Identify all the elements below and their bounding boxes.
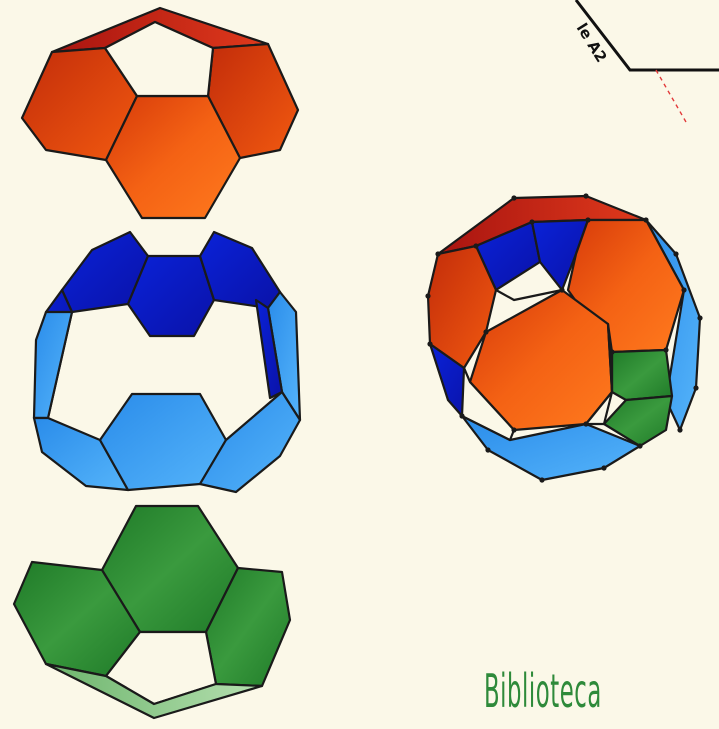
band-top-right-face <box>200 232 280 308</box>
ball-green-upper <box>612 350 672 400</box>
green-cap <box>14 506 290 718</box>
assembled-ball <box>428 196 700 480</box>
orange-cap <box>22 8 298 218</box>
band-left-light-side <box>34 312 72 418</box>
brand-wordmark: Biblioteca <box>484 664 602 718</box>
blue-band <box>34 232 300 492</box>
